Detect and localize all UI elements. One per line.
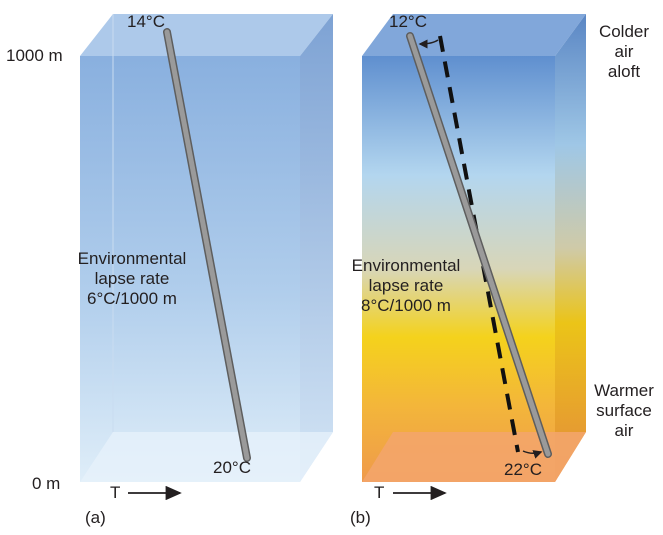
lapse-rate-text-b: Environmental lapse rate 8°C/1000 m [332, 256, 480, 316]
box-b-side-face [555, 14, 586, 482]
box-a-side-face [300, 14, 333, 482]
colder-air-line-1: Colder [598, 22, 650, 41]
box-a-top-face [80, 14, 333, 56]
box-b-top-face [362, 14, 586, 56]
temp-top-b: 12°C [389, 12, 427, 31]
colder-air-line-3: aloft [607, 62, 641, 81]
panel-letter-b: (b) [350, 508, 371, 527]
height-label-1000m: 1000 m [6, 46, 63, 65]
bottom-curved-arrow [522, 450, 543, 459]
temp-bottom-a: 20°C [213, 458, 251, 477]
colder-air-note: Colder air aloft [588, 22, 660, 82]
t-axis-label-b: T [374, 483, 385, 502]
top-curved-arrow [418, 39, 439, 49]
lapse-rate-b-line-2: lapse rate [368, 276, 444, 295]
box-a [80, 14, 333, 482]
lapse-rate-b-line-3: 8°C/1000 m [361, 296, 451, 315]
box-b [362, 14, 586, 482]
warmer-air-line-1: Warmer [594, 381, 654, 400]
temp-bottom-b: 22°C [504, 460, 542, 479]
t-axis-label-a: T [110, 483, 121, 502]
height-label-0m: 0 m [32, 474, 61, 493]
lapse-line-b [406, 32, 552, 458]
lapse-line-a [163, 28, 251, 462]
colder-air-line-2: air [614, 42, 634, 61]
box-b-bottom-face [362, 432, 586, 482]
warmer-air-note: Warmer surface air [586, 381, 662, 441]
box-a-bottom-face [80, 432, 333, 482]
box-a-front-face [80, 56, 300, 482]
lapse-rate-text-a: Environmental lapse rate 6°C/1000 m [58, 249, 206, 309]
warmer-air-line-2: surface [596, 401, 652, 420]
panel-letter-a: (a) [85, 508, 106, 527]
temp-top-a: 14°C [127, 12, 165, 31]
lapse-rate-a-line-3: 6°C/1000 m [87, 289, 177, 308]
lapse-rate-a-line-2: lapse rate [94, 269, 170, 288]
lapse-rate-b-line-1: Environmental [351, 256, 461, 275]
warmer-air-line-3: air [614, 421, 634, 440]
lapse-rate-a-line-1: Environmental [77, 249, 187, 268]
